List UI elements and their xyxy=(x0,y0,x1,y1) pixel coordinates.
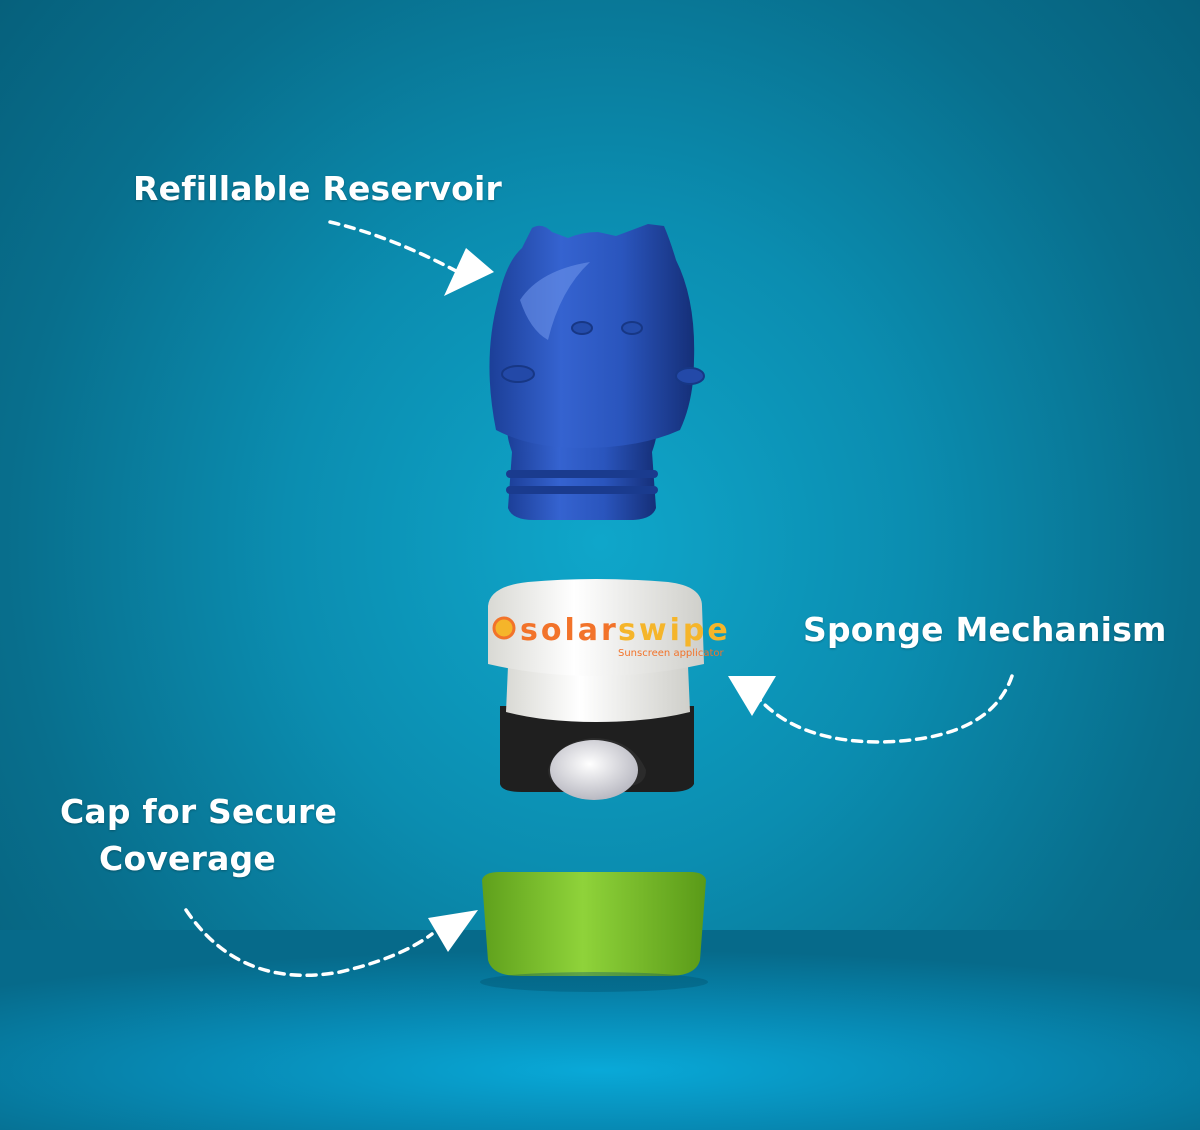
reservoir-cheek xyxy=(675,367,705,385)
reservoir-eye xyxy=(571,321,593,335)
reservoir-ring xyxy=(506,470,658,478)
applicator-band xyxy=(488,579,704,676)
reservoir-head xyxy=(489,224,695,448)
arrow-reservoir-head xyxy=(444,248,494,296)
arrow-reservoir-line xyxy=(328,220,460,274)
brand-tagline: Sunscreen applicator xyxy=(618,648,724,659)
arrow-sponge-head xyxy=(728,676,776,716)
refillable-reservoir xyxy=(489,224,705,520)
label-cap-line1: Cap for Secure xyxy=(60,792,338,831)
label-sponge-mechanism: Sponge Mechanism xyxy=(803,610,1167,649)
label-cap-line2: Coverage xyxy=(99,839,276,878)
roller-ball xyxy=(550,740,638,800)
brand-word-swipe: swipe xyxy=(618,613,731,648)
applicator-collar xyxy=(506,666,690,722)
sponge-applicator: solar swipe Sunscreen applicator xyxy=(488,579,731,800)
reservoir-eye xyxy=(621,321,643,335)
reservoir-cheek xyxy=(501,365,535,383)
label-refillable-reservoir: Refillable Reservoir xyxy=(133,169,503,208)
arrow-cap-head xyxy=(428,910,478,952)
sun-logo-icon xyxy=(492,616,516,640)
reservoir-highlight xyxy=(520,262,590,340)
reservoir-ring xyxy=(506,486,658,494)
label-cap-secure-coverage: Cap for Secure Coverage xyxy=(60,788,338,882)
brand-word-solar: solar xyxy=(520,613,619,648)
arrow-cap-line xyxy=(184,908,434,977)
arrow-sponge-line xyxy=(758,674,1014,744)
green-cap xyxy=(480,872,708,992)
cap-body xyxy=(482,872,706,976)
cap-shadow xyxy=(480,972,708,992)
